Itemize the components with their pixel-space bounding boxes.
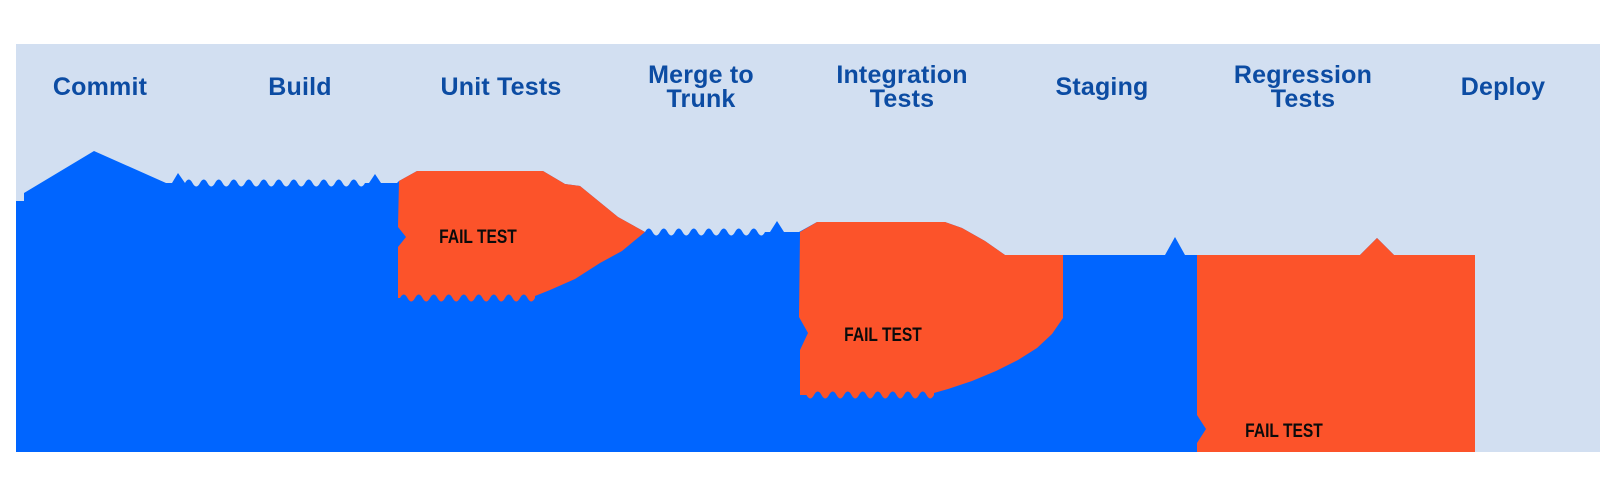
fail-region-integration-tests — [799, 222, 1063, 399]
flow-stream-blue — [16, 151, 1475, 452]
fail-region-regression-tests — [1197, 238, 1475, 452]
fail-region-unit-tests — [398, 171, 645, 302]
